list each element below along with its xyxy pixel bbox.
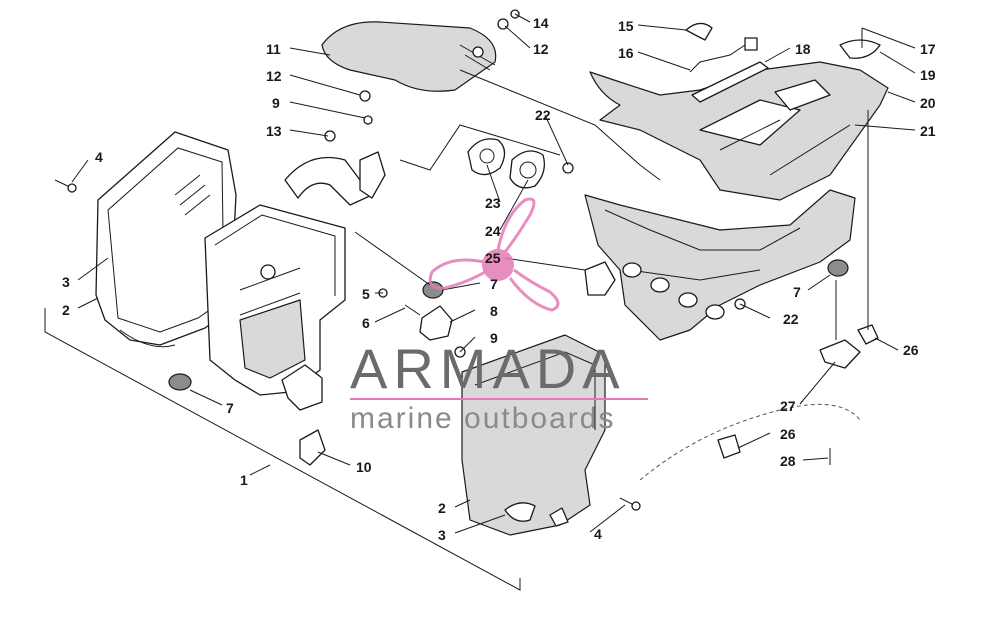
callout-10: 10 [356, 459, 372, 475]
callout-13: 13 [266, 123, 282, 139]
small-fasteners [54, 9, 746, 511]
callout-14: 14 [533, 15, 549, 31]
logo-hub [482, 249, 514, 281]
gaskets [467, 138, 546, 189]
callout-12-left: 12 [266, 68, 282, 84]
callout-9-center: 9 [490, 330, 498, 346]
callout-16: 16 [618, 45, 634, 61]
mount-bracket-lower [281, 364, 326, 466]
callout-3-left: 3 [62, 274, 70, 290]
callout-20: 20 [920, 95, 936, 111]
callout-12-top: 12 [533, 41, 549, 57]
callout-18: 18 [795, 41, 811, 57]
sensor-connector [744, 37, 758, 51]
logo-blade-top [496, 197, 536, 253]
callout-17: 17 [920, 41, 936, 57]
callout-5: 5 [362, 286, 370, 302]
callout-23: 23 [485, 195, 501, 211]
heat-shield-right [461, 334, 606, 536]
callout-2-left: 2 [62, 302, 70, 318]
callout-3-right: 3 [438, 527, 446, 543]
watermark-brand: ARMADA [350, 337, 626, 400]
manifold-heat-shield [589, 61, 889, 201]
callout-26-right: 26 [903, 342, 919, 358]
watermark-rule [350, 398, 648, 400]
callout-8: 8 [490, 303, 498, 319]
bracket-item-8 [419, 305, 453, 341]
callout-25: 25 [485, 250, 501, 266]
callout-labels: 1 2 2 3 3 4 4 5 6 7 7 7 8 9 9 10 11 12 1… [62, 15, 936, 543]
sensor-and-clamps [685, 22, 881, 103]
callout-7-left: 7 [226, 400, 234, 416]
callout-27: 27 [780, 398, 796, 414]
callout-9-top: 9 [272, 95, 280, 111]
callout-19: 19 [920, 67, 936, 83]
callout-leaders [71, 13, 916, 534]
top-heat-cover [321, 21, 497, 92]
callout-2-right: 2 [438, 500, 446, 516]
watermark-logo [428, 197, 560, 312]
callout-1: 1 [240, 472, 248, 488]
logo-blade-left [428, 258, 486, 290]
callout-4-left: 4 [95, 149, 103, 165]
callout-28: 28 [780, 453, 796, 469]
callout-11: 11 [266, 41, 281, 57]
callout-22-right: 22 [783, 311, 799, 327]
watermark-tagline: marine outboards [350, 402, 615, 435]
right-support-brackets [639, 110, 879, 481]
assembly-guide-lines [354, 69, 661, 286]
callout-4-right: 4 [594, 526, 602, 542]
base-frame-outline [44, 308, 521, 591]
callout-22-top: 22 [535, 107, 551, 123]
callout-7-right: 7 [793, 284, 801, 300]
callout-26-lower: 26 [780, 426, 796, 442]
logo-blade-right [508, 268, 560, 312]
callout-7-center: 7 [490, 276, 498, 292]
muffler-body [204, 204, 346, 396]
muffler-inlet-pipe [284, 151, 386, 206]
callout-24: 24 [485, 223, 501, 239]
callout-6: 6 [362, 315, 370, 331]
exhaust-manifold [584, 189, 856, 341]
callout-15: 15 [618, 18, 634, 34]
callout-21: 21 [920, 123, 936, 139]
